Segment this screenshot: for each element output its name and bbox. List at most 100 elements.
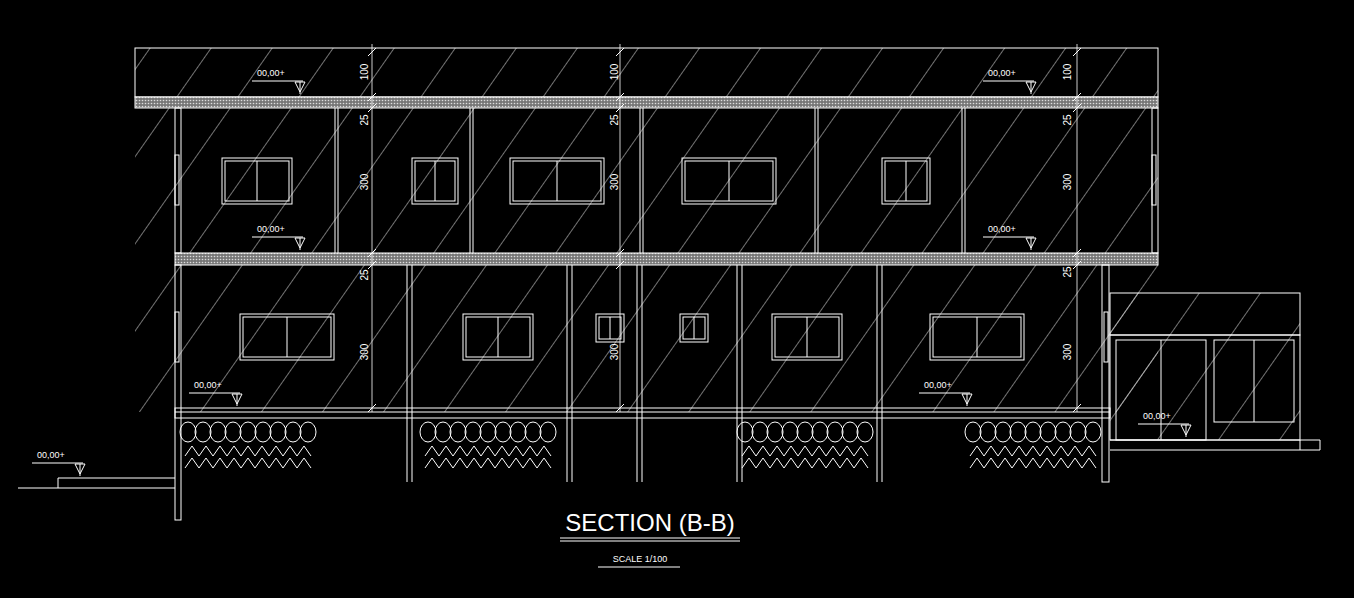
earth-hatch (283, 446, 297, 456)
dimension-text: 25 (360, 269, 370, 280)
dimension-text: 300 (360, 174, 370, 191)
earth-hatch (269, 458, 283, 468)
stone-footing (465, 422, 481, 442)
stone-footing (797, 422, 813, 442)
earth-hatch (770, 446, 784, 456)
earth-hatch (213, 446, 227, 456)
dimension-line (1077, 44, 1078, 412)
stone-footing (767, 422, 783, 442)
earth-hatch (970, 458, 984, 468)
window (685, 161, 773, 201)
column (742, 265, 743, 482)
dimension-tick (1073, 404, 1081, 412)
dimension-tick (1073, 104, 1081, 112)
level-mark (237, 394, 238, 406)
earth-hatch (481, 446, 495, 456)
earth-hatch (509, 446, 523, 456)
stone-footing (450, 422, 466, 442)
window-mullion (287, 317, 288, 357)
level-mark-text: 00,00+ (257, 69, 285, 78)
level-mark-line (252, 237, 303, 238)
column (882, 265, 883, 482)
wall (1152, 108, 1158, 253)
level-mark-line (1138, 424, 1189, 425)
window (412, 158, 458, 204)
window-mullion (906, 161, 907, 201)
earth-hatch (798, 446, 812, 456)
column (962, 108, 963, 253)
dimension-tick (1073, 249, 1081, 257)
column (965, 108, 966, 253)
earth-hatch (453, 446, 467, 456)
stone-footing (285, 422, 301, 442)
earth-hatch (227, 446, 241, 456)
earth-hatch (537, 458, 551, 468)
dimension-tick (616, 261, 624, 269)
scale-caption: SCALE 1/100 (613, 555, 668, 564)
stone-footing (270, 422, 286, 442)
column (637, 265, 638, 482)
stone-footing (195, 422, 211, 442)
window (680, 314, 708, 342)
section-hatch (135, 48, 1158, 412)
dimension-tick (616, 404, 624, 412)
earth-hatch (185, 458, 199, 468)
stone-footing (782, 422, 798, 442)
roof-slab (135, 97, 1158, 108)
earth-hatch (467, 446, 481, 456)
earth-hatch (255, 458, 269, 468)
earth-hatch (840, 458, 854, 468)
stone-footing (812, 422, 828, 442)
window (222, 158, 292, 204)
earth-hatch (798, 458, 812, 468)
earth-hatch (984, 458, 998, 468)
stone-footing (255, 422, 271, 442)
level-mark (1031, 238, 1032, 250)
dimension-text: 25 (360, 114, 370, 125)
window (885, 161, 927, 201)
title-underline (560, 541, 740, 542)
level-mark-line (32, 463, 83, 464)
glass-window (1214, 340, 1294, 422)
stone-footing (240, 422, 256, 442)
window-mullion (557, 161, 558, 201)
level-mark-text: 00,00+ (988, 69, 1016, 78)
window-mullion (257, 161, 258, 201)
dimension-text: 100 (360, 64, 370, 81)
column (335, 108, 336, 253)
stone-footing (1025, 422, 1041, 442)
level-mark (300, 82, 301, 94)
ground-line (18, 478, 175, 488)
column (643, 108, 644, 253)
stone-footing (180, 422, 196, 442)
column (470, 108, 471, 253)
title-underline (560, 538, 740, 539)
earth-hatch (1026, 458, 1040, 468)
dimension-text: 25 (1063, 114, 1073, 125)
earth-hatch (826, 458, 840, 468)
window (933, 317, 1021, 357)
earth-hatch (854, 458, 868, 468)
stone-footing (225, 422, 241, 442)
dimension-text: 300 (610, 344, 620, 361)
dimension-text: 300 (610, 174, 620, 191)
window (415, 161, 455, 201)
stone-footing (510, 422, 526, 442)
window (683, 317, 705, 339)
window (772, 314, 842, 360)
window (225, 161, 289, 201)
earth-hatch (1040, 458, 1054, 468)
earth-hatch (742, 458, 756, 468)
earth-hatch (1040, 446, 1054, 456)
earth-hatch (523, 446, 537, 456)
earth-hatch (840, 446, 854, 456)
stone-footing (420, 422, 436, 442)
dimension-tick (1073, 93, 1081, 101)
floor-slab (175, 253, 1158, 265)
window-mullion (498, 317, 499, 357)
dimension-tick (616, 93, 624, 101)
dimension-tick (616, 48, 624, 56)
level-mark (1186, 425, 1187, 437)
stone-footing (480, 422, 496, 442)
column (572, 265, 573, 482)
